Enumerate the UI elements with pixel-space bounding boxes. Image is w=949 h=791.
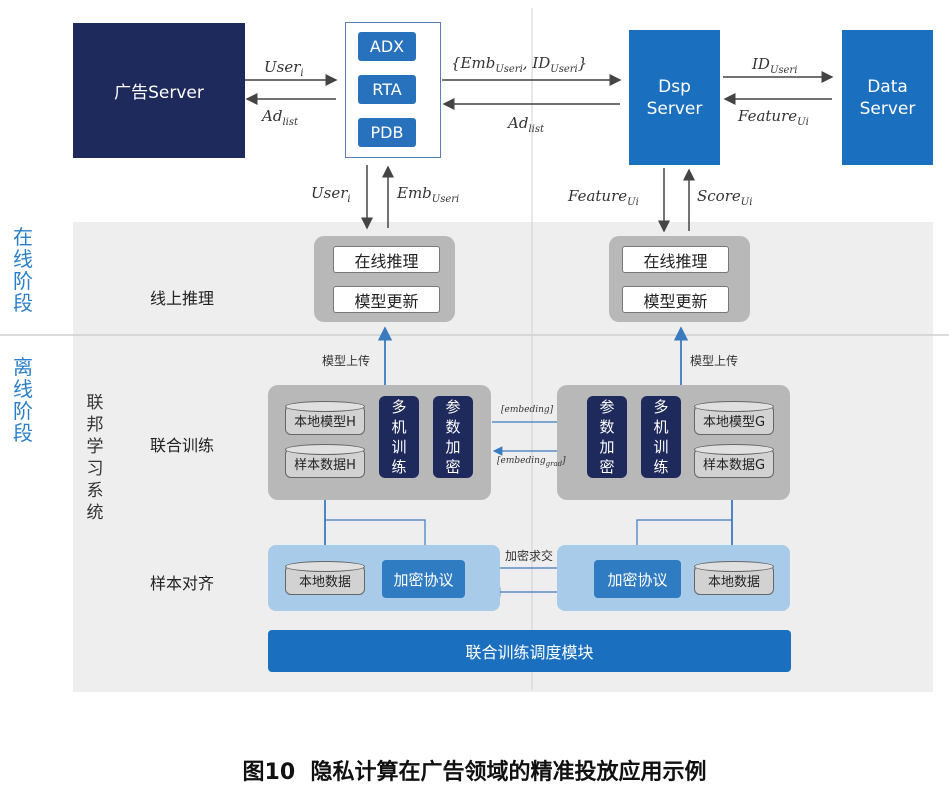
right-model-update: 模型更新 (622, 286, 729, 313)
label-ad-list-mid: Adlist (508, 114, 544, 135)
right-local-model-cylinder: 本地模型G (694, 401, 774, 435)
left-parameter-encryption: 参 数 加 密 (433, 396, 473, 478)
left-encryption-protocol: 加密协议 (382, 560, 465, 598)
ad-server-label: 广告Server (114, 83, 204, 103)
adx-label: ADX (369, 37, 405, 56)
row-label-online-inference: 线上推理 (150, 289, 215, 308)
label-user-i-vertical: Useri (311, 184, 351, 205)
label-emb-user-vertical: EmbUseri (397, 184, 460, 205)
right-encryption-protocol: 加密协议 (594, 560, 681, 598)
left-local-model-cylinder: 本地模型H (285, 401, 365, 435)
left-model-update: 模型更新 (333, 286, 440, 313)
label-score-u-vertical: ScoreUi (697, 187, 753, 208)
rta-box: RTA (358, 75, 416, 104)
label-ad-list-left: Adlist (262, 107, 298, 128)
row-label-joint-training: 联合训练 (150, 436, 215, 455)
label-id-user: IDUseri (752, 55, 798, 76)
offline-stage-label: 离 线 阶 段 (13, 355, 33, 445)
pdb-box: PDB (358, 118, 416, 147)
data-server-label: Data Server (859, 76, 916, 119)
left-model-upload-label: 模型上传 (322, 354, 371, 368)
left-sample-data-cylinder: 样本数据H (285, 444, 365, 478)
federated-learning-system-label: 联 邦 学 习 系 统 (86, 393, 104, 523)
label-feature-u-top: FeatureUi (738, 107, 809, 128)
joint-training-scheduler: 联合训练调度模块 (268, 630, 791, 672)
dsp-server-box: Dsp Server (629, 30, 720, 165)
right-model-upload-label: 模型上传 (690, 354, 739, 368)
ad-server-box: 广告Server (73, 23, 245, 158)
right-multi-machine-training: 多 机 训 练 (641, 396, 681, 478)
pdb-label: PDB (370, 123, 404, 142)
left-local-data-cylinder: 本地数据 (285, 561, 365, 595)
row-label-sample-align: 样本对齐 (150, 574, 215, 593)
right-parameter-encryption: 参 数 加 密 (587, 396, 627, 478)
figure-caption: 图10 隐私计算在广告领域的精准投放应用示例 (242, 760, 707, 785)
right-online-inference: 在线推理 (622, 246, 729, 273)
right-local-data-cylinder: 本地数据 (694, 561, 774, 595)
online-stage-label: 在 线 阶 段 (13, 225, 33, 315)
left-multi-machine-training: 多 机 训 练 (379, 396, 419, 478)
label-user-i-top: Useri (264, 58, 304, 79)
adx-box: ADX (358, 32, 416, 61)
right-sample-data-cylinder: 样本数据G (694, 444, 774, 478)
data-server-box: Data Server (842, 30, 933, 165)
left-online-inference: 在线推理 (333, 246, 440, 273)
label-embeding-grad: [embedinggrad] (497, 456, 566, 468)
label-emb-id-user: {EmbUseri, IDUseri} (451, 54, 588, 75)
encrypted-intersection-label: 加密求交 (505, 549, 554, 563)
rta-label: RTA (372, 80, 402, 99)
dsp-server-label: Dsp Server (646, 76, 703, 119)
label-feature-u-vertical: FeatureUi (568, 187, 639, 208)
label-embeding: [embeding] (501, 405, 554, 415)
